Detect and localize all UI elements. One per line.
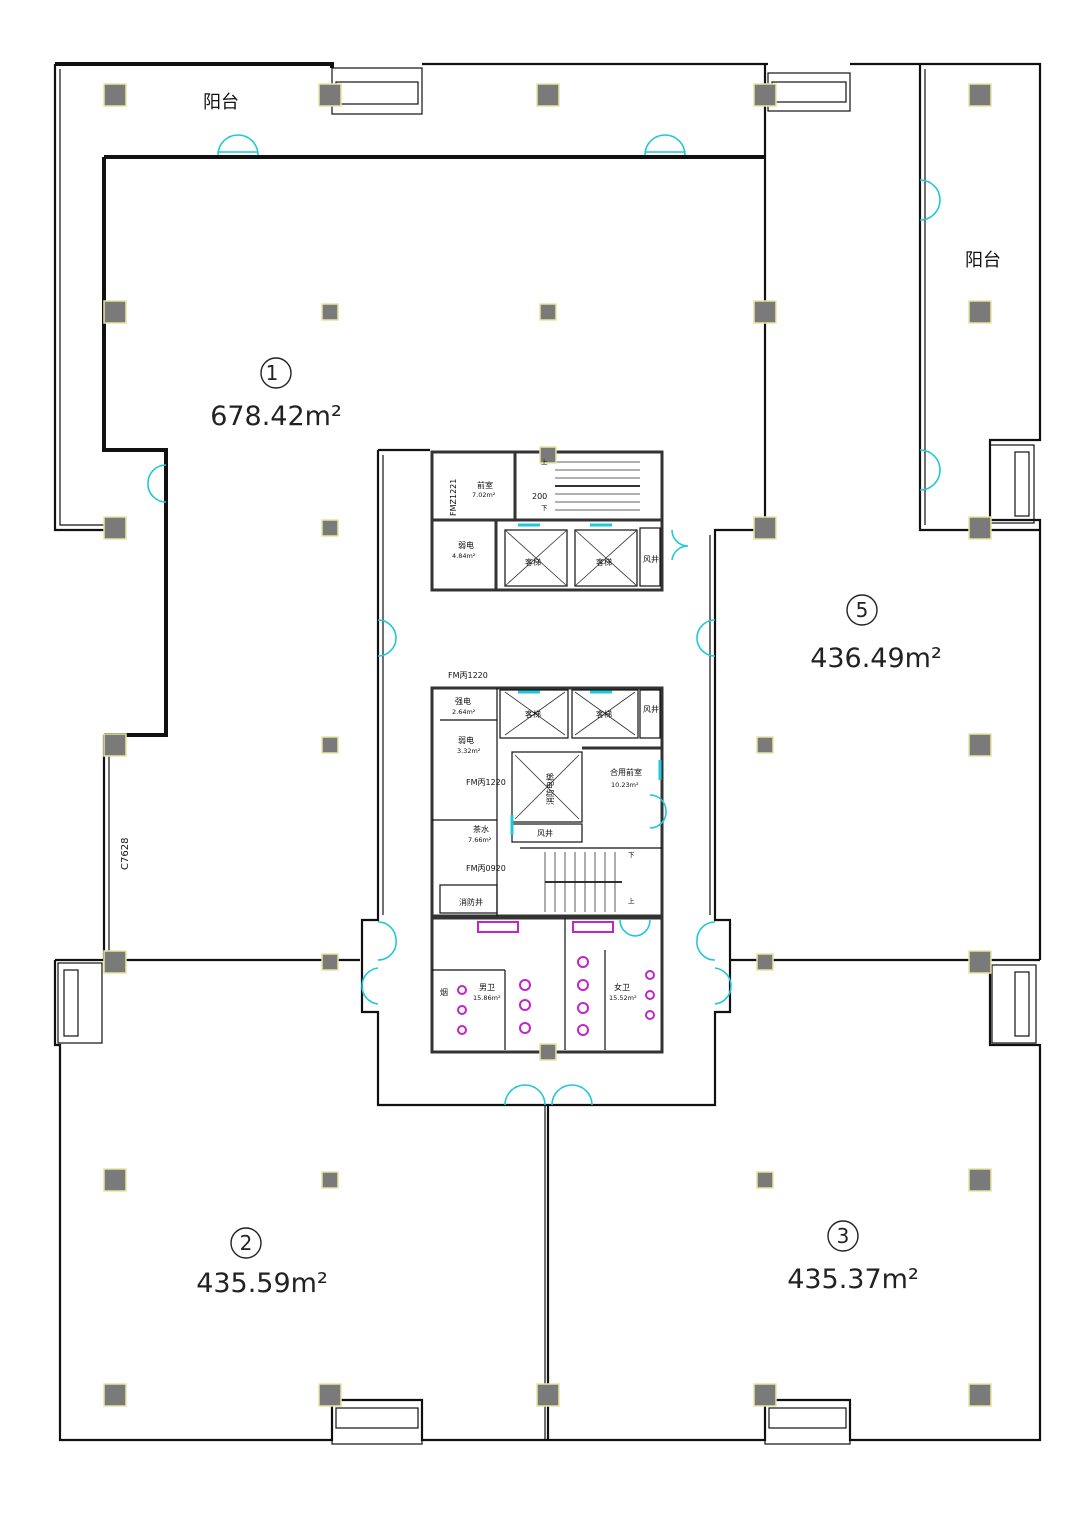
column [539, 1043, 557, 1061]
window-code-label: C7628 [120, 838, 131, 870]
column [103, 516, 127, 540]
column [753, 516, 777, 540]
anteroom-area: 7.02m² [472, 491, 496, 499]
unit-5-digit: 5 [856, 598, 869, 622]
column [318, 83, 342, 107]
column [968, 733, 992, 757]
column [753, 83, 777, 107]
column [321, 1171, 339, 1189]
fire-lift-label: 消防电梯 [545, 773, 555, 805]
column [103, 1168, 127, 1192]
core-rooms [430, 450, 664, 1054]
lift-3-label: 客梯 [525, 709, 541, 719]
column [536, 83, 560, 107]
lift-1-label: 客梯 [525, 557, 541, 567]
unit-2-label: ② 2 435.59m² [196, 1227, 328, 1299]
door-fm-b: FM丙1220 [448, 671, 488, 680]
tea-label: 茶水 [473, 824, 489, 834]
corridor-outline [360, 448, 765, 1107]
unit-2-area: 435.59m² [196, 1268, 328, 1299]
lift-4-label: 客梯 [596, 709, 612, 719]
female-wc-area: 15.52m² [609, 994, 637, 1002]
door-fm-a: FMZ1221 [449, 479, 458, 516]
balcony-label-right: 阳台 [965, 250, 1001, 271]
column [321, 736, 339, 754]
lift-2-label: 客梯 [596, 557, 612, 567]
core-labels: 前室 7.02m² FMZ1221 200 上 下 弱电 4.84m² 客梯 客… [440, 457, 659, 1002]
column [318, 1383, 342, 1407]
male-wc-area: 15.86m² [473, 994, 501, 1002]
unit-3-label: ③ 3 435.37m² [787, 1220, 919, 1295]
unit-1-label: ① 1 678.42m² [210, 357, 342, 432]
column [968, 516, 992, 540]
column [321, 519, 339, 537]
balcony-labels: 阳台 阳台 [203, 92, 1001, 271]
shared-anteroom-label: 合用前室 [610, 767, 642, 777]
unit-1-area: 678.42m² [210, 401, 342, 432]
stair-label: 200 [532, 492, 547, 501]
weak-elec-b-area: 3.32m² [457, 747, 481, 755]
stair-up-2: 上 [628, 896, 635, 905]
doors [147, 134, 941, 1106]
column [753, 300, 777, 324]
column [321, 303, 339, 321]
column [968, 1383, 992, 1407]
column [968, 300, 992, 324]
column [756, 1171, 774, 1189]
unit-3-digit: 3 [837, 1224, 850, 1248]
column [756, 953, 774, 971]
stair-down-2: 下 [628, 851, 635, 859]
unit-5-area: 436.49m² [810, 643, 942, 674]
column [103, 733, 127, 757]
balcony-label-top: 阳台 [203, 92, 239, 113]
column [103, 1383, 127, 1407]
column [756, 736, 774, 754]
column [753, 1383, 777, 1407]
unit-5-label: ⑤ 5 436.49m² [810, 594, 942, 674]
shaft-2-label: 风井 [643, 704, 659, 714]
stair-down-1: 下 [541, 504, 548, 512]
shaft-1-label: 风井 [643, 554, 659, 564]
unit-3-area: 435.37m² [787, 1264, 919, 1295]
weak-elec-b-label: 弱电 [458, 735, 474, 745]
shaft-3-label: 风井 [537, 828, 553, 838]
door-fm-c: FM丙1220 [466, 778, 506, 787]
column [968, 1168, 992, 1192]
strong-elec-b-area: 2.64m² [452, 708, 476, 716]
unit-1-digit: 1 [266, 361, 279, 385]
column [321, 953, 339, 971]
shared-anteroom-area: 10.23m² [611, 781, 639, 789]
unit-2-digit: 2 [240, 1231, 253, 1255]
column [539, 303, 557, 321]
door-fm-d: FM丙0920 [466, 864, 506, 873]
male-wc-label: 男卫 [479, 983, 495, 992]
female-wc-label: 女卫 [614, 982, 630, 992]
column [103, 83, 127, 107]
column [968, 83, 992, 107]
structural-columns [103, 83, 992, 1407]
anteroom-label: 前室 [477, 480, 493, 490]
fire-shaft-label: 消防井 [459, 897, 483, 907]
column [103, 950, 127, 974]
column [103, 300, 127, 324]
smoke-label: 烟 [440, 988, 448, 997]
strong-elec-b-label: 强电 [455, 696, 471, 706]
column [536, 1383, 560, 1407]
weak-elec-a-area: 4.84m² [452, 552, 476, 560]
weak-elec-a-label: 弱电 [458, 540, 474, 550]
tea-area: 7.66m² [468, 836, 492, 844]
stair-up-1: 上 [541, 457, 548, 466]
column [968, 950, 992, 974]
column [539, 446, 557, 464]
building-outline [53, 62, 1042, 1445]
